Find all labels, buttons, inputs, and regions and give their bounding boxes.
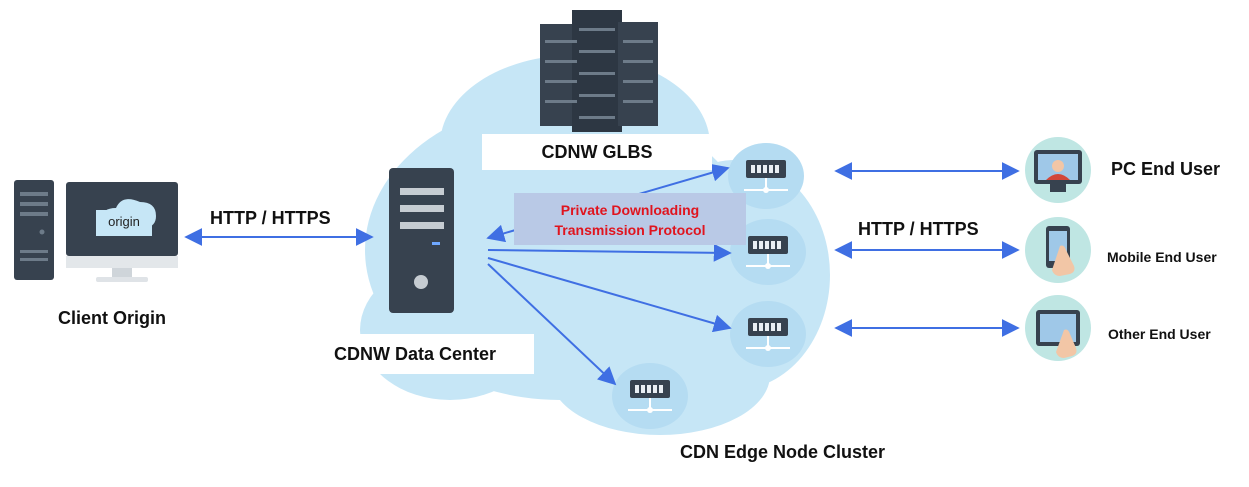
client-origin-screen-text: origin bbox=[108, 214, 140, 229]
glbs-server-rack-icon bbox=[540, 10, 658, 132]
pc-user-icon bbox=[1025, 137, 1091, 203]
mobile-user-label: Mobile End User bbox=[1107, 249, 1217, 265]
pc-user-label: PC End User bbox=[1111, 159, 1221, 179]
tablet-user-icon bbox=[1025, 295, 1091, 361]
client-origin-icon bbox=[14, 180, 178, 282]
glbs-label-box: CDNW GLBS bbox=[482, 134, 712, 170]
protocol-label-line2: Transmission Protocol bbox=[554, 222, 706, 238]
edge-server-icon bbox=[611, 362, 689, 430]
protocol-label-line1: Private Downloading bbox=[560, 202, 700, 218]
arrow-dc-edge4 bbox=[487, 263, 617, 386]
glbs-label: CDNW GLBS bbox=[541, 142, 653, 162]
data-center-label: CDNW Data Center bbox=[333, 344, 497, 364]
client-origin-label: Client Origin bbox=[58, 308, 166, 328]
edge-cluster-label: CDN Edge Node Cluster bbox=[680, 442, 886, 462]
origin-link-label: HTTP / HTTPS bbox=[210, 208, 331, 228]
edge-server-icon bbox=[729, 300, 807, 368]
mobile-user-icon bbox=[1025, 217, 1091, 283]
arrow-dc-edge2 bbox=[487, 243, 732, 262]
data-center-server-icon bbox=[389, 168, 454, 313]
edge-users-link-label: HTTP / HTTPS bbox=[858, 219, 979, 239]
data-center-label-box: CDNW Data Center bbox=[296, 334, 534, 374]
other-user-label: Other End User bbox=[1108, 326, 1211, 342]
arrow-dc-edge3 bbox=[487, 257, 732, 333]
protocol-label-box: Private Downloading Transmission Protoco… bbox=[514, 193, 746, 245]
